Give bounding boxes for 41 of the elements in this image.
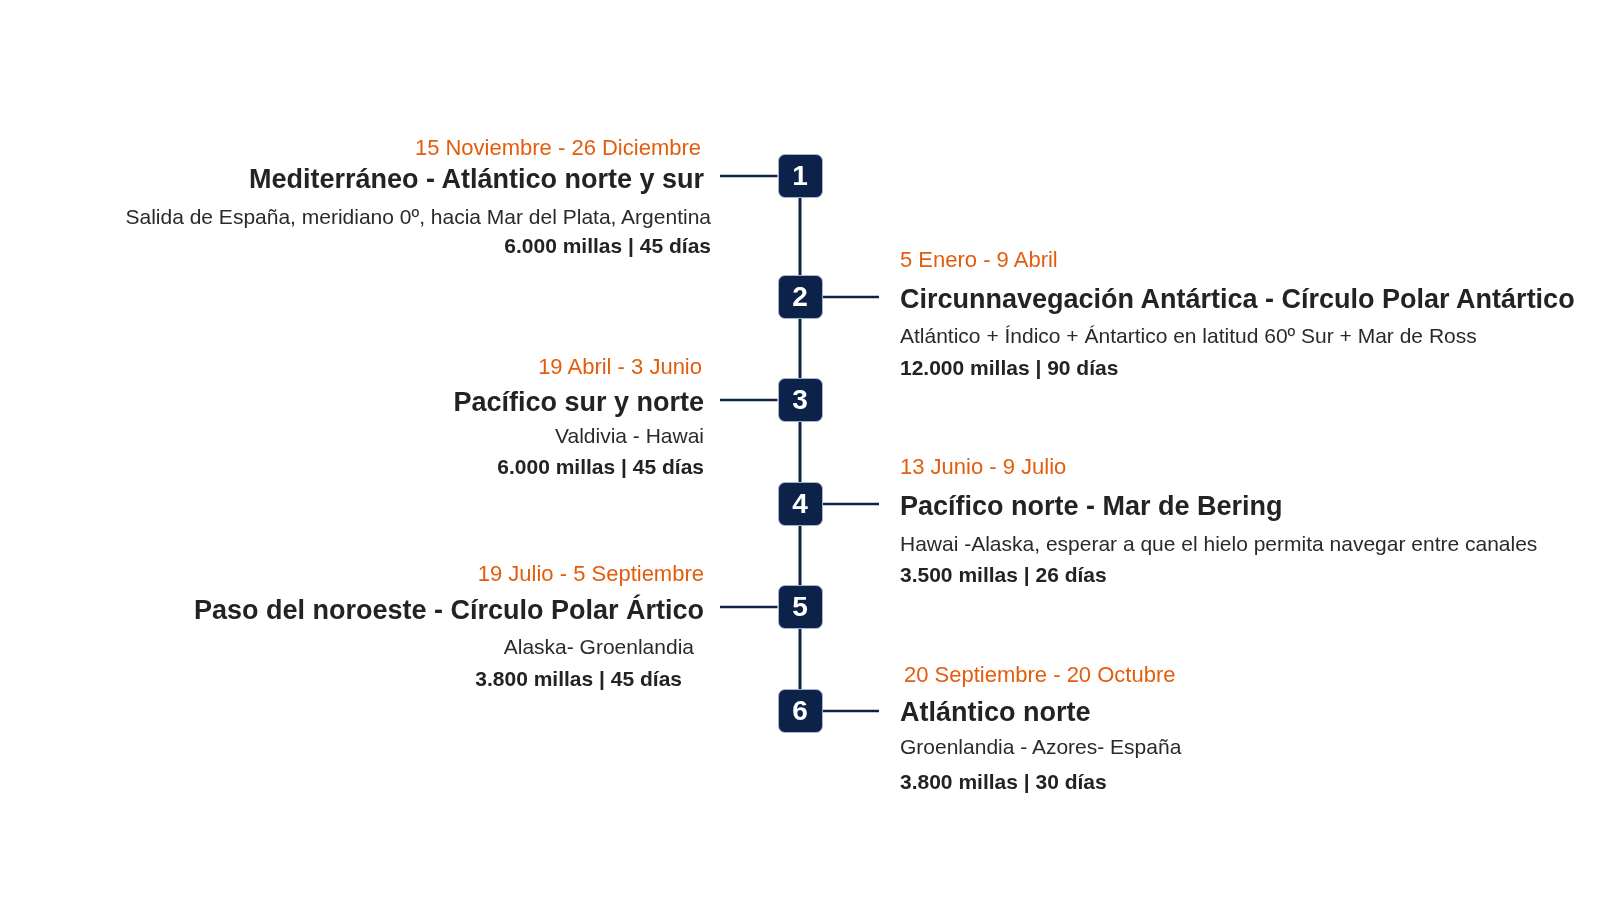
route-description: Valdivia - Hawai: [555, 423, 704, 449]
leg-title: Atlántico norte: [900, 696, 1091, 728]
step-number-badge: 3: [777, 378, 823, 422]
connector-line: [798, 526, 802, 585]
connector-line: [798, 629, 802, 689]
route-description: Groenlandia - Azores- España: [900, 734, 1182, 760]
date-range: 20 Septiembre - 20 Octubre: [904, 662, 1176, 688]
distance-duration: 6.000 millas | 45 días: [504, 233, 711, 259]
route-description: Hawai -Alaska, esperar a que el hielo permita navegar entre canales: [900, 531, 1538, 557]
connector-line: [798, 422, 802, 482]
distance-duration: 3.500 millas | 26 días: [900, 562, 1107, 588]
distance-duration: 6.000 millas | 45 días: [497, 454, 704, 480]
step-number-badge: 1: [777, 154, 823, 198]
distance-duration: 3.800 millas | 30 días: [900, 769, 1107, 795]
connector-line: [720, 398, 778, 402]
leg-title: Pacífico sur y norte: [453, 386, 704, 418]
date-range: 5 Enero - 9 Abril: [900, 247, 1058, 273]
leg-title: Circunnavegación Antártica - Círculo Polar Antártico: [900, 283, 1575, 315]
connector-line: [822, 502, 879, 506]
distance-duration: 3.800 millas | 45 días: [475, 666, 682, 692]
date-range: 19 Abril - 3 Junio: [538, 354, 702, 380]
connector-line: [798, 198, 802, 275]
date-range: 15 Noviembre - 26 Diciembre: [414, 135, 701, 161]
route-description: Salida de España, meridiano 0º, hacia Mar del Plata, Argentina: [125, 204, 711, 230]
step-number-badge: 2: [777, 275, 823, 319]
leg-title: Paso del noroeste - Círculo Polar Ártico: [193, 594, 704, 626]
connector-line: [720, 174, 778, 178]
connector-line: [822, 295, 879, 299]
date-range: 13 Junio - 9 Julio: [900, 454, 1067, 480]
connector-line: [720, 605, 778, 609]
connector-line: [798, 319, 802, 378]
connector-line: [822, 709, 879, 713]
route-description: Atlántico + Índico + Ántartico en latitud 60º Sur + Mar de Ross: [900, 323, 1477, 349]
route-description: Alaska- Groenlandia: [503, 634, 694, 660]
distance-duration: 12.000 millas | 90 días: [900, 355, 1119, 381]
leg-title: Pacífico norte - Mar de Bering: [900, 490, 1283, 522]
step-number-badge: 6: [777, 689, 823, 733]
leg-title: Mediterráneo - Atlántico norte y sur: [248, 163, 704, 195]
step-number-badge: 4: [777, 482, 823, 526]
date-range: 19 Julio - 5 Septiembre: [477, 561, 704, 587]
step-number-badge: 5: [777, 585, 823, 629]
